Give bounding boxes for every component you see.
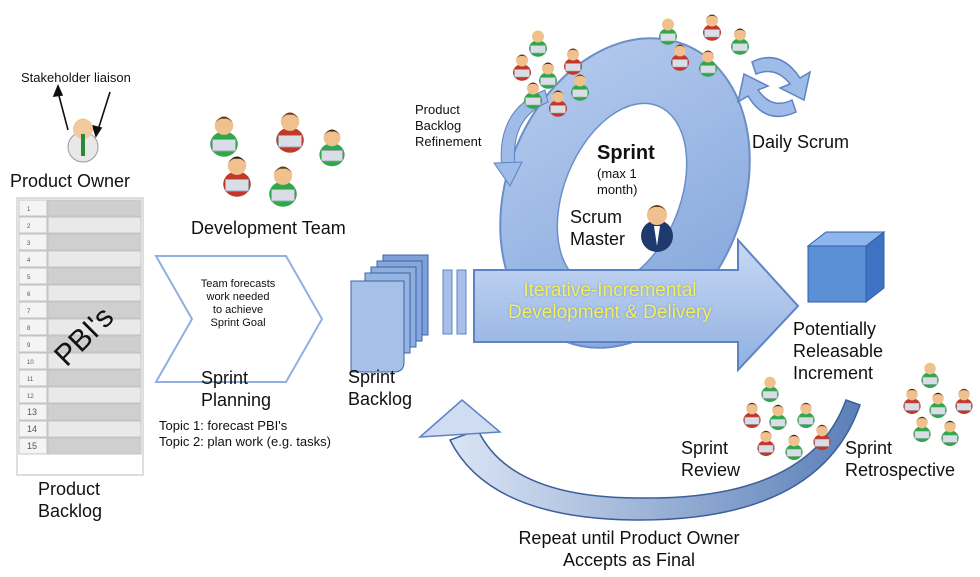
team-member-figure [955, 388, 973, 414]
sprint-review-label: Sprint Review [681, 438, 741, 480]
sprint-duration: (max 1 month) [597, 166, 638, 197]
refinement-arrow [493, 89, 549, 187]
backlog-row-number: 11 [27, 377, 34, 383]
team-member-figure [571, 74, 589, 101]
backlog-row-number: 9 [27, 343, 31, 349]
team-member-figure [699, 50, 717, 77]
team-member-figure [941, 420, 959, 446]
backlog-row: 12 [18, 386, 142, 404]
backlog-row: 10 [18, 352, 142, 370]
team-member-figure [529, 30, 547, 57]
topic-2-label: Topic 2: plan work (e.g. tasks) [159, 434, 331, 449]
development-team-label: Development Team [191, 218, 346, 238]
backlog-row: 7 [18, 301, 142, 319]
team-member-figure [671, 44, 689, 71]
team-member-figure [564, 48, 582, 75]
backlog-row: 15 [18, 437, 142, 455]
backlog-row: 4 [18, 250, 142, 268]
backlog-row: 2 [18, 216, 142, 234]
product-owner-figure [67, 118, 99, 163]
separator-bars [442, 269, 467, 335]
backlog-row: 3 [18, 233, 142, 251]
sprint-planning-chevron [154, 255, 324, 383]
team-member-figure [785, 434, 803, 460]
backlog-row-number: 3 [27, 241, 31, 247]
chevron-text: Team forecasts work needed to achieve Sp… [200, 278, 276, 329]
backlog-row-number: 14 [27, 424, 37, 434]
team-member-figure [813, 424, 831, 450]
backlog-row: 13 [18, 403, 142, 421]
scrum-master-figure [641, 205, 673, 252]
backlog-row-number: 2 [27, 224, 31, 230]
team-member-figure [757, 430, 775, 456]
backlog-row-number: 1 [27, 207, 31, 213]
team-member-figure [797, 402, 815, 428]
increment-label: Potentially Releasable Increment [793, 319, 884, 383]
team-member-figure [223, 156, 251, 197]
team-member-figure [913, 416, 931, 442]
team-member-figure [210, 116, 238, 157]
backlog-row-number: 12 [27, 394, 34, 400]
iterative-arrow-text: Iterative-Incremental Development & Deli… [508, 280, 712, 323]
backlog-row-number: 10 [27, 360, 34, 366]
team-member-figure [743, 402, 761, 428]
backlog-row: 1 [18, 199, 142, 217]
refinement-label: Product Backlog Refinement [415, 102, 482, 149]
team-member-figure [769, 404, 787, 430]
daily-scrum-arrows [736, 56, 812, 118]
repeat-label: Repeat until Product Owner Accepts as Fi… [518, 528, 740, 570]
team-member-figure [929, 392, 947, 418]
sprint-backlog-stack [350, 254, 429, 373]
product-backlog-label: Product Backlog [38, 479, 103, 521]
team-member-figure [539, 62, 557, 89]
stakeholder-arrows [52, 83, 111, 138]
daily-scrum-label: Daily Scrum [752, 132, 850, 152]
backlog-row: 9 [18, 335, 142, 353]
team-member-figure [269, 166, 297, 207]
development-team-figures [210, 112, 345, 207]
team-member-figure [921, 362, 939, 388]
backlog-row-number: 5 [27, 275, 31, 281]
backlog-row: 11 [18, 369, 142, 387]
return-arrow [417, 399, 861, 521]
team-member-figure [659, 18, 677, 45]
backlog-row-number: 6 [27, 292, 31, 298]
team-member-figure [276, 112, 304, 153]
sprint-retrospective-label: Sprint Retrospective [845, 438, 956, 480]
team-member-figure [903, 388, 921, 414]
scrum-master-label: Scrum Master [570, 207, 626, 249]
product-owner-label: Product Owner [10, 171, 131, 191]
scrum-people-groups [513, 14, 973, 460]
team-member-figure [731, 28, 749, 55]
stakeholder-liaison-label: Stakeholder liaison [21, 70, 131, 85]
backlog-row-number: 15 [27, 441, 37, 451]
topic-1-label: Topic 1: forecast PBI's [159, 418, 288, 433]
team-member-figure [524, 82, 542, 109]
team-member-figure [703, 14, 721, 41]
backlog-row-number: 4 [27, 258, 31, 264]
backlog-row-number: 13 [27, 407, 37, 417]
team-member-figure [513, 54, 531, 81]
increment-cube [806, 230, 886, 304]
backlog-row-number: 7 [27, 309, 31, 315]
backlog-row: 8 [18, 318, 142, 336]
backlog-row: 6 [18, 284, 142, 302]
sprint-planning-label: Sprint Planning [201, 368, 272, 410]
sprint-backlog-label: Sprint Backlog [348, 367, 413, 409]
backlog-row: 5 [18, 267, 142, 285]
team-member-figure [761, 376, 779, 402]
backlog-row-number: 8 [27, 326, 31, 332]
sprint-title: Sprint [597, 142, 655, 164]
backlog-row: 14 [18, 420, 142, 438]
team-member-figure [319, 129, 345, 167]
team-member-figure [549, 90, 567, 117]
iterative-arrow [473, 237, 800, 373]
